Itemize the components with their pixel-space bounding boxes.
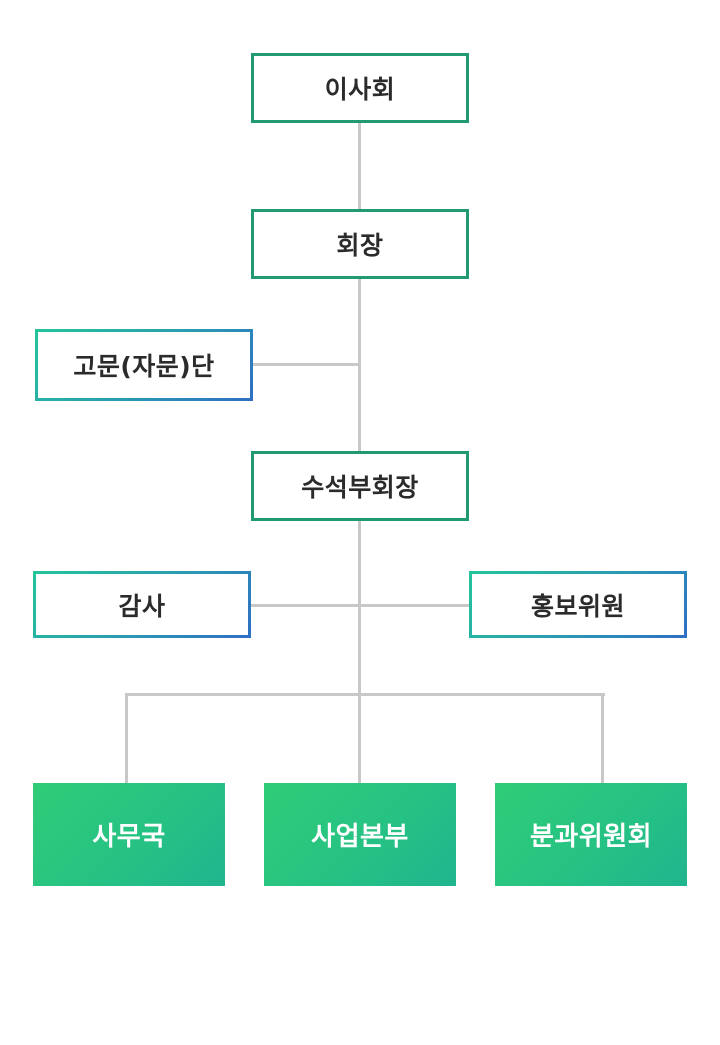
node-audit: 감사 (33, 571, 251, 638)
connector-audit-pr (250, 604, 470, 607)
node-secretariat-label: 사무국 (92, 822, 166, 852)
connector-business (358, 693, 361, 783)
node-business: 사업본부 (264, 783, 456, 886)
node-chairman: 회장 (251, 209, 469, 279)
node-senior-vice: 수석부회장 (251, 451, 469, 521)
node-board-label: 이사회 (324, 75, 396, 104)
node-pr: 홍보위원 (469, 571, 687, 638)
node-business-label: 사업본부 (311, 822, 409, 852)
connector-secretariat (125, 693, 128, 783)
node-pr-label: 홍보위원 (530, 591, 625, 621)
connector-bottom-horizontal (125, 693, 605, 696)
node-subcommittee-label: 분과위원회 (529, 822, 653, 852)
node-chairman-label: 회장 (336, 231, 384, 260)
node-advisory-label: 고문(자문)단 (73, 352, 215, 381)
node-advisory: 고문(자문)단 (35, 329, 253, 401)
node-subcommittee: 분과위원회 (495, 783, 687, 886)
node-senior-vice-label: 수석부회장 (301, 473, 419, 502)
connector-advisory (252, 363, 359, 366)
node-secretariat: 사무국 (33, 783, 225, 886)
connector-main-vertical (358, 122, 361, 695)
node-board: 이사회 (251, 53, 469, 123)
connector-subcommittee (601, 693, 604, 783)
node-audit-label: 감사 (118, 591, 166, 621)
